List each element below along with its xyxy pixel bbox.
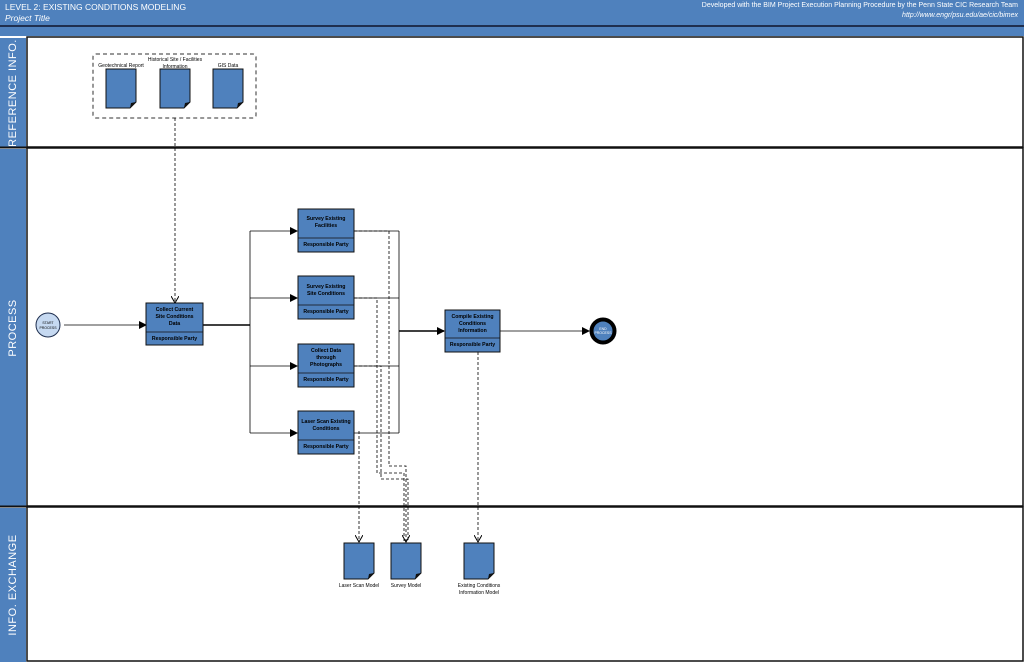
level-title: LEVEL 2: EXISTING CONDITIONS MODELING: [5, 2, 187, 12]
header-band: [0, 27, 1024, 36]
process-photographs[interactable]: Collect Data through Photographs Respons…: [297, 343, 355, 388]
reference-doc-gis: GIS Data: [212, 63, 244, 109]
start-event[interactable]: START PROCESS: [35, 312, 61, 338]
svg-text:Data: Data: [169, 321, 180, 327]
svg-text:Information Model: Information Model: [459, 590, 499, 596]
svg-text:START: START: [42, 321, 54, 325]
credit-text: Developed with the BIM Project Execution…: [701, 2, 1018, 9]
svg-text:Collect Current: Collect Current: [156, 307, 194, 313]
svg-text:Facilities: Facilities: [315, 223, 337, 229]
svg-text:Site Conditions: Site Conditions: [307, 291, 345, 297]
svg-text:Laser Scan Existing: Laser Scan Existing: [301, 419, 350, 425]
reference-doc-geotechnical: Geotechnical Report: [98, 63, 144, 109]
lane-process-label: PROCESS: [0, 149, 26, 506]
lane-exchange-label: INFO. EXCHANGE: [0, 508, 26, 662]
svg-text:through: through: [316, 355, 336, 361]
svg-text:Compile Existing: Compile Existing: [451, 314, 493, 320]
svg-text:PROCESS: PROCESS: [594, 331, 612, 335]
svg-text:END: END: [599, 327, 607, 331]
exchange-doc-survey-model[interactable]: Survey Model: [390, 542, 422, 589]
exchange-doc-existing-conditions-model[interactable]: Existing Conditions Information Model: [458, 542, 501, 596]
svg-text:Responsible Party: Responsible Party: [152, 336, 197, 342]
process-survey-site[interactable]: Survey Existing Site Conditions Responsi…: [297, 275, 355, 320]
svg-text:Conditions: Conditions: [459, 321, 486, 327]
svg-text:Information: Information: [458, 328, 487, 334]
lane-reference-label: REFERENCE INFO.: [0, 38, 26, 147]
swimlanes: [26, 36, 1024, 662]
process-collect-data[interactable]: Collect Current Site Conditions Data Res…: [145, 302, 204, 346]
svg-text:Responsible Party: Responsible Party: [303, 309, 348, 315]
historical-label-1: Historical Site / Facilities: [148, 57, 203, 63]
svg-text:Existing Conditions: Existing Conditions: [458, 583, 501, 589]
svg-text:Conditions: Conditions: [312, 426, 339, 432]
svg-text:Responsible Party: Responsible Party: [450, 342, 495, 348]
svg-text:Photographs: Photographs: [310, 362, 342, 368]
svg-text:PROCESS: PROCESS: [39, 326, 57, 330]
svg-text:Survey Existing: Survey Existing: [307, 284, 346, 290]
svg-text:Responsible Party: Responsible Party: [303, 242, 348, 248]
svg-text:Survey Existing: Survey Existing: [307, 216, 346, 222]
historical-label-2: Information: [162, 64, 187, 70]
geotech-label: Geotechnical Report: [98, 63, 144, 69]
end-event[interactable]: END PROCESS: [589, 317, 617, 345]
credit-url: http://www.engr/psu.edu/ae/cic/bimex: [902, 12, 1018, 19]
process-laser-scan[interactable]: Laser Scan Existing Conditions Responsib…: [297, 410, 355, 455]
process-compile-information[interactable]: Compile Existing Conditions Information …: [444, 309, 501, 353]
project-title: Project Title: [5, 13, 50, 23]
title-bar: LEVEL 2: EXISTING CONDITIONS MODELING Pr…: [0, 0, 1024, 25]
svg-text:Responsible Party: Responsible Party: [303, 377, 348, 383]
header-divider: [0, 25, 1024, 27]
svg-text:Collect Data: Collect Data: [311, 348, 341, 354]
svg-text:Laser Scan Model: Laser Scan Model: [339, 583, 379, 589]
svg-text:Site Conditions: Site Conditions: [155, 314, 193, 320]
svg-text:Survey Model: Survey Model: [391, 583, 422, 589]
svg-text:Responsible Party: Responsible Party: [303, 444, 348, 450]
gis-label: GIS Data: [218, 63, 239, 69]
process-survey-facilities[interactable]: Survey Existing Facilities Responsible P…: [297, 208, 355, 253]
reference-doc-historical: Historical Site / Facilities Information: [148, 57, 203, 109]
exchange-doc-laser-scan-model[interactable]: Laser Scan Model: [339, 542, 379, 589]
connectors: [64, 118, 590, 542]
